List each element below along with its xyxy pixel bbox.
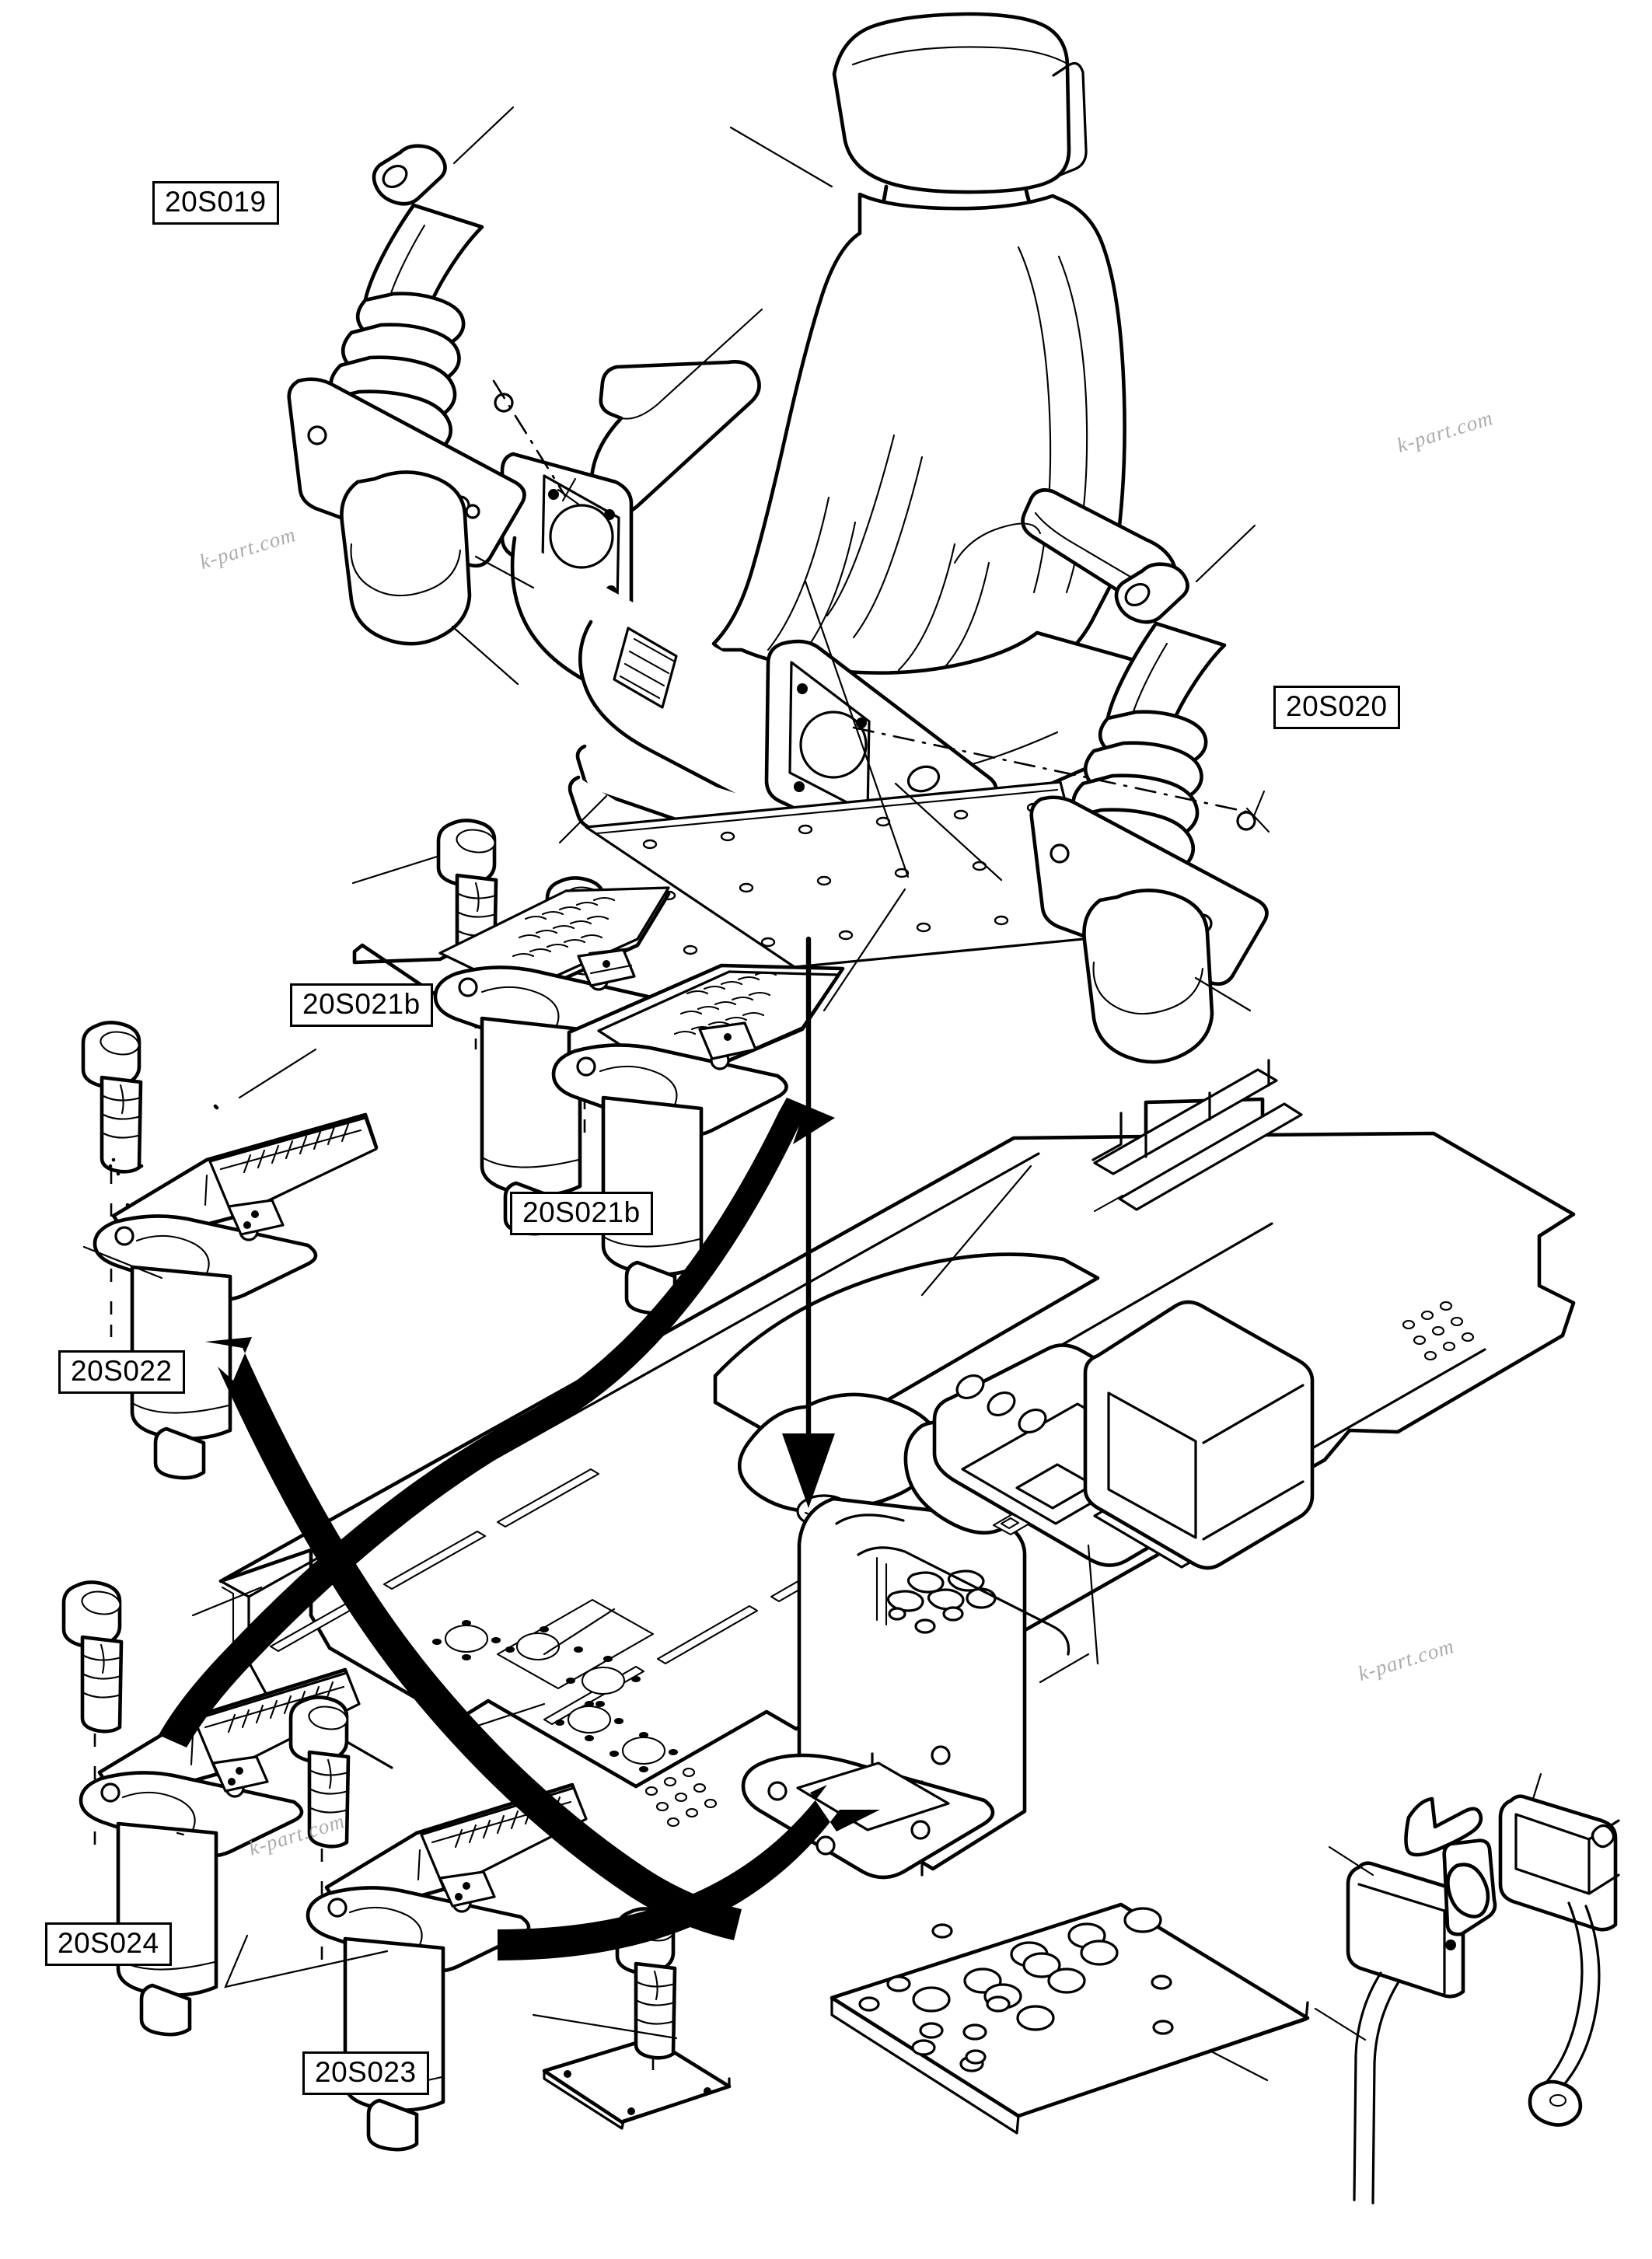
operator-seat-assembly <box>500 12 1178 882</box>
floor-mount-hole-group <box>555 1701 623 1741</box>
electrical-relay-with-lead <box>1346 1796 1497 2205</box>
socket-head-cap-screw <box>288 1695 351 1849</box>
pedal-install-arrow-right <box>205 1337 742 1940</box>
floor-mount-hole-group <box>609 1732 678 1772</box>
small-cover-plate <box>542 2036 732 2130</box>
joystick-right-alignment-line <box>852 726 1255 815</box>
joystick-left-alignment-line <box>492 379 567 498</box>
pedal-install-arrow-left <box>159 1098 835 1747</box>
seat-install-arrow <box>782 936 835 1508</box>
callout-label: 20S022 <box>71 1355 173 1387</box>
floor-mount-hole-group <box>432 1620 501 1660</box>
socket-head-cap-screw <box>61 1580 124 1734</box>
callout-20S020[interactable]: 20S020 <box>1273 686 1400 729</box>
electrical-relay-with-ring-terminal <box>1498 1794 1620 2127</box>
callout-20S024[interactable]: 20S024 <box>45 1922 172 1966</box>
leader-lines <box>82 106 1542 2082</box>
front-console-stand <box>713 1252 1315 1880</box>
nonslip-dot-pattern <box>1402 1301 1475 1361</box>
foot-pedal-valve-20S022 <box>81 1021 379 1480</box>
callout-20S023[interactable]: 20S023 <box>302 2051 429 2095</box>
callout-label: 20S019 <box>165 186 267 218</box>
callout-20S019[interactable]: 20S019 <box>152 181 279 225</box>
left-joystick <box>287 144 526 646</box>
perforated-floor-mat <box>829 1902 1310 2135</box>
nonslip-dot-pattern <box>644 1767 718 1828</box>
socket-head-cap-screw <box>81 1021 143 1174</box>
callout-label: 20S021b <box>522 1196 641 1228</box>
callout-20S022[interactable]: 20S022 <box>58 1350 185 1394</box>
callout-label: 20S021b <box>302 988 421 1020</box>
callout-label: 20S023 <box>315 2056 417 2088</box>
pedal-install-arrow-lower <box>498 1785 880 1960</box>
callout-20S021b-lower[interactable]: 20S021b <box>510 1192 653 1235</box>
callout-label: 20S024 <box>58 1927 159 1959</box>
right-joystick <box>1029 562 1269 1064</box>
callout-label: 20S020 <box>1286 690 1388 722</box>
travel-pedal-pair <box>352 819 845 1315</box>
callout-20S021b-upper[interactable]: 20S021b <box>290 983 433 1027</box>
